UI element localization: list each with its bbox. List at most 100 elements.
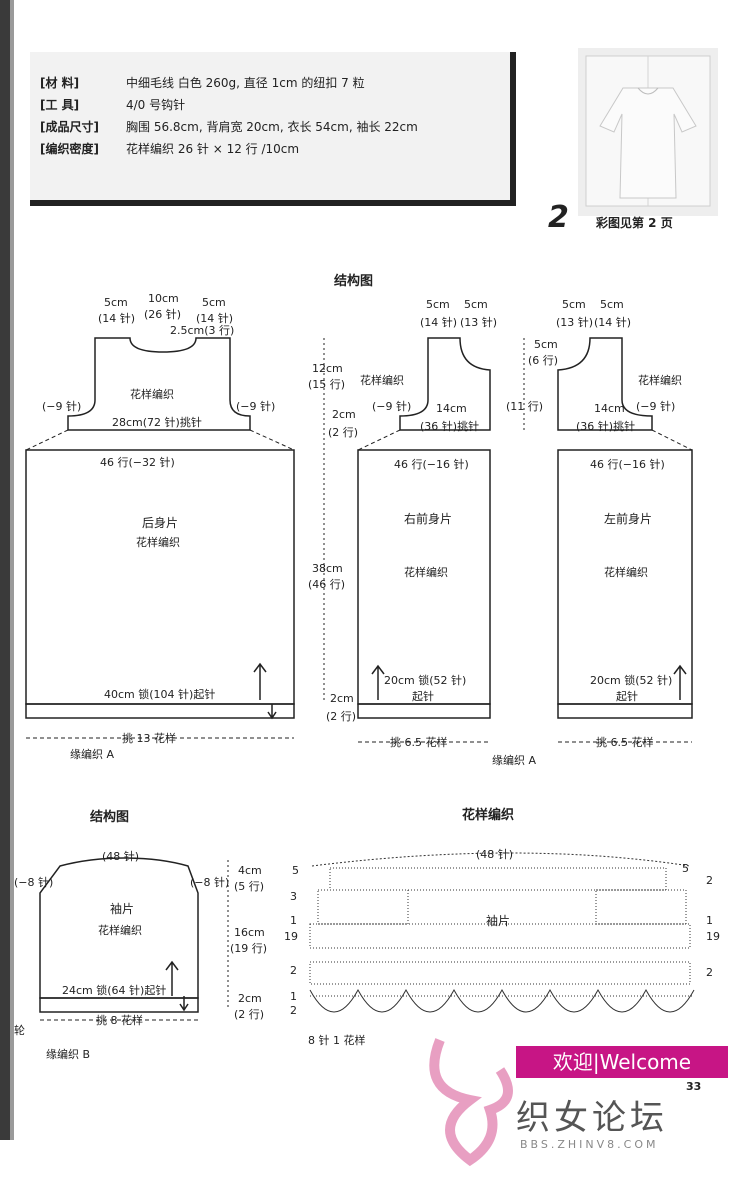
rf-chain: 20cm 锁(52 针) <box>384 674 467 687</box>
back-edge-outline <box>25 703 295 719</box>
sleeve-outline <box>39 857 199 999</box>
back-yoke-outline <box>67 337 251 431</box>
back-pattern: 花样编织 <box>130 388 174 401</box>
size-value: 胸围 56.8cm, 背肩宽 20cm, 衣长 54cm, 袖长 22cm <box>126 120 418 134</box>
lf-chain: 20cm 锁(52 针) <box>590 674 673 687</box>
chart-top: (48 针) <box>476 848 514 861</box>
back-pick: 28cm(72 针)挑针 <box>112 416 202 429</box>
welcome-banner: 欢迎|Welcome <box>516 1046 728 1078</box>
back-neck: 2.5cm(3 行) <box>170 324 235 337</box>
dim-mid-rows: (2 行) <box>328 426 359 439</box>
sleeve-d1-cm: 4cm <box>238 864 262 877</box>
sleeve-d3-rows: (2 行) <box>234 1008 265 1021</box>
rf-arm: (−9 针) <box>372 400 412 413</box>
lf-arm: (−9 针) <box>636 400 676 413</box>
row-left-5: 5 <box>292 864 299 877</box>
size-label: [成品尺寸] <box>40 120 99 134</box>
back-name-pattern: 花样编织 <box>136 536 180 549</box>
gauge-value: 花样编织 26 针 × 12 行 /10cm <box>126 142 300 156</box>
pattern-number: 2 <box>548 200 569 235</box>
dim-bot-rows: (2 行) <box>326 710 357 723</box>
lf-pick-bottom: 挑 6.5 花样 <box>596 736 654 749</box>
lf-w1-st: (13 针) <box>556 316 594 329</box>
lf-width: 14cm <box>594 402 625 415</box>
back-pick-bottom: 挑 13 花样 <box>122 732 176 745</box>
row-left-2: 2 <box>290 964 297 977</box>
dim-neck-rows: (6 行) <box>528 354 559 367</box>
back-name: 后身片 <box>142 516 179 530</box>
sleeve-d3-cm: 2cm <box>238 992 262 1005</box>
page-number: 33 <box>686 1080 702 1093</box>
forum-name: 织女论坛 <box>516 1098 668 1138</box>
row-right-19: 19 <box>706 930 720 943</box>
rf-pick: (36 针)挑针 <box>420 420 480 433</box>
rf-name: 右前身片 <box>404 512 453 526</box>
forum-url: BBS.ZHINV8.COM <box>520 1138 659 1151</box>
left-front-yoke-outline <box>557 337 653 431</box>
sleeve-side-char: 轮 <box>14 1024 25 1037</box>
dim-top-rows: (15 行) <box>308 378 346 391</box>
garment-photo <box>578 48 718 216</box>
rf-start: 起针 <box>412 690 434 703</box>
rf-w1: 5cm <box>426 298 450 311</box>
row-right-2: 2 <box>706 874 713 887</box>
dim-bot-cm: 2cm <box>330 692 354 705</box>
rf-name-pattern: 花样编织 <box>404 566 448 579</box>
rf-dec: 46 行(−16 针) <box>394 458 469 471</box>
back-chain: 40cm 锁(104 针)起针 <box>104 688 216 701</box>
info-box: [材 料]中细毛线 白色 260g, 直径 1cm 的纽扣 7 粒 [工 具] 4… <box>30 52 516 206</box>
tools-row: [工 具] 4/0 号钩针 <box>40 96 185 113</box>
rf-edge: 缘编织 A <box>492 754 537 767</box>
dim-body-cm: 38cm <box>312 562 343 575</box>
lf-w1: 5cm <box>562 298 586 311</box>
row-right-1: 1 <box>706 914 713 927</box>
book-spine-edge <box>10 0 14 1140</box>
lf-pattern: 花样编织 <box>638 374 682 387</box>
chart-label: 袖片 <box>486 914 511 928</box>
lf-start: 起针 <box>616 690 638 703</box>
row-left-1: 1 <box>290 914 297 927</box>
lf-name-pattern: 花样编织 <box>604 566 648 579</box>
chart-repeat: 8 针 1 花样 <box>308 1034 366 1047</box>
back-w-left-st: (14 针) <box>98 312 136 325</box>
back-w-right: 5cm <box>202 296 226 309</box>
materials-row: [材 料]中细毛线 白色 260g, 直径 1cm 的纽扣 7 粒 <box>40 74 365 91</box>
sleeve-name: 袖片 <box>110 902 135 916</box>
back-arm-left: (−9 针) <box>42 400 82 413</box>
crochet-chart <box>309 852 695 1013</box>
tools-label: [工 具] <box>40 98 80 112</box>
rf-w1-st: (14 针) <box>420 316 458 329</box>
rf-width: 14cm <box>436 402 467 415</box>
dim-neck-cm: 5cm <box>534 338 558 351</box>
tools-value: 4/0 号钩针 <box>126 98 186 112</box>
lf-w2: 5cm <box>600 298 624 311</box>
sleeve-d1-rows: (5 行) <box>234 880 265 893</box>
back-arm-right: (−9 针) <box>236 400 276 413</box>
sleeve-pattern: 花样编织 <box>98 924 142 937</box>
lf-name: 左前身片 <box>604 512 653 526</box>
back-w-mid-st: (26 针) <box>144 308 182 321</box>
lf-pick: (36 针)挑针 <box>576 420 636 433</box>
rf-w2: 5cm <box>464 298 488 311</box>
sleeve-d2-rows: (19 行) <box>230 942 268 955</box>
dim-top-cm: 12cm <box>312 362 343 375</box>
gauge-label: [编织密度] <box>40 142 99 156</box>
dim-mid-cm: 2cm <box>332 408 356 421</box>
sleeve-d2-cm: 16cm <box>234 926 265 939</box>
size-row: [成品尺寸] 胸围 56.8cm, 背肩宽 20cm, 衣长 54cm, 袖长 2… <box>40 118 418 135</box>
sleeve-top: (48 针) <box>102 850 140 863</box>
dim-body-rows: (46 行) <box>308 578 346 591</box>
materials-label: [材 料] <box>40 76 80 90</box>
book-spine <box>0 0 10 1140</box>
back-w-mid: 10cm <box>148 292 179 305</box>
sleeve-edge: 缘编织 B <box>46 1048 91 1061</box>
sleeve-right-dec: (−8 针) <box>190 876 230 889</box>
row-right-5: 5 <box>682 862 689 875</box>
sleeve-left-dec: (−8 针) <box>14 876 54 889</box>
rf-w2-st: (13 针) <box>460 316 498 329</box>
back-w-left: 5cm <box>104 296 128 309</box>
gauge-row: [编织密度] 花样编织 26 针 × 12 行 /10cm <box>40 140 299 157</box>
dim-side-rows: (11 行) <box>506 400 544 413</box>
rf-pick-bottom: 挑 6.5 花样 <box>390 736 448 749</box>
